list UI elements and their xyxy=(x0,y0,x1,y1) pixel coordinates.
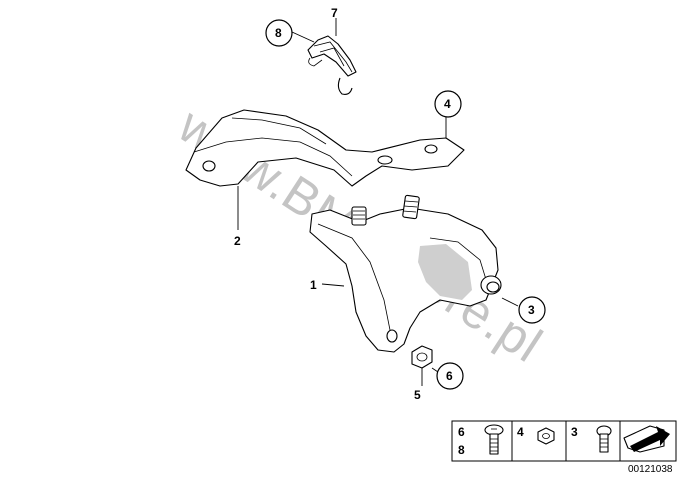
stud-right xyxy=(402,194,420,220)
heat-shield xyxy=(185,109,465,187)
callout-7: 7 xyxy=(331,6,338,20)
callout-1: 1 xyxy=(310,278,317,292)
arrow-icon xyxy=(623,425,670,453)
diagram-code: 00121038 xyxy=(628,464,673,475)
nut-icon xyxy=(537,427,555,445)
socket-screw-icon xyxy=(596,425,612,453)
svg-text:6: 6 xyxy=(446,369,453,383)
legend-label-3: 3 xyxy=(571,425,578,439)
svg-text:3: 3 xyxy=(528,303,535,317)
leader-lines xyxy=(237,18,519,386)
callout-5: 5 xyxy=(414,388,421,402)
legend-label-4: 4 xyxy=(517,425,524,439)
legend-label-8: 8 xyxy=(458,443,465,457)
nut-part-3 xyxy=(480,275,502,295)
hex-nut-part-5 xyxy=(411,345,433,369)
bracket xyxy=(309,194,502,353)
callout-8: 8 xyxy=(265,19,293,47)
callout-2: 2 xyxy=(234,234,241,248)
legend-table: 6 8 4 3 xyxy=(451,420,677,462)
callout-3: 3 xyxy=(518,296,546,324)
svg-text:8: 8 xyxy=(275,26,282,40)
spring-clip xyxy=(307,35,357,95)
torx-screw-icon xyxy=(484,424,504,455)
callout-4: 4 xyxy=(434,90,462,118)
legend-label-6: 6 xyxy=(458,425,465,439)
stud-left xyxy=(351,206,367,226)
svg-text:4: 4 xyxy=(444,97,451,111)
callout-6: 6 xyxy=(436,362,464,390)
